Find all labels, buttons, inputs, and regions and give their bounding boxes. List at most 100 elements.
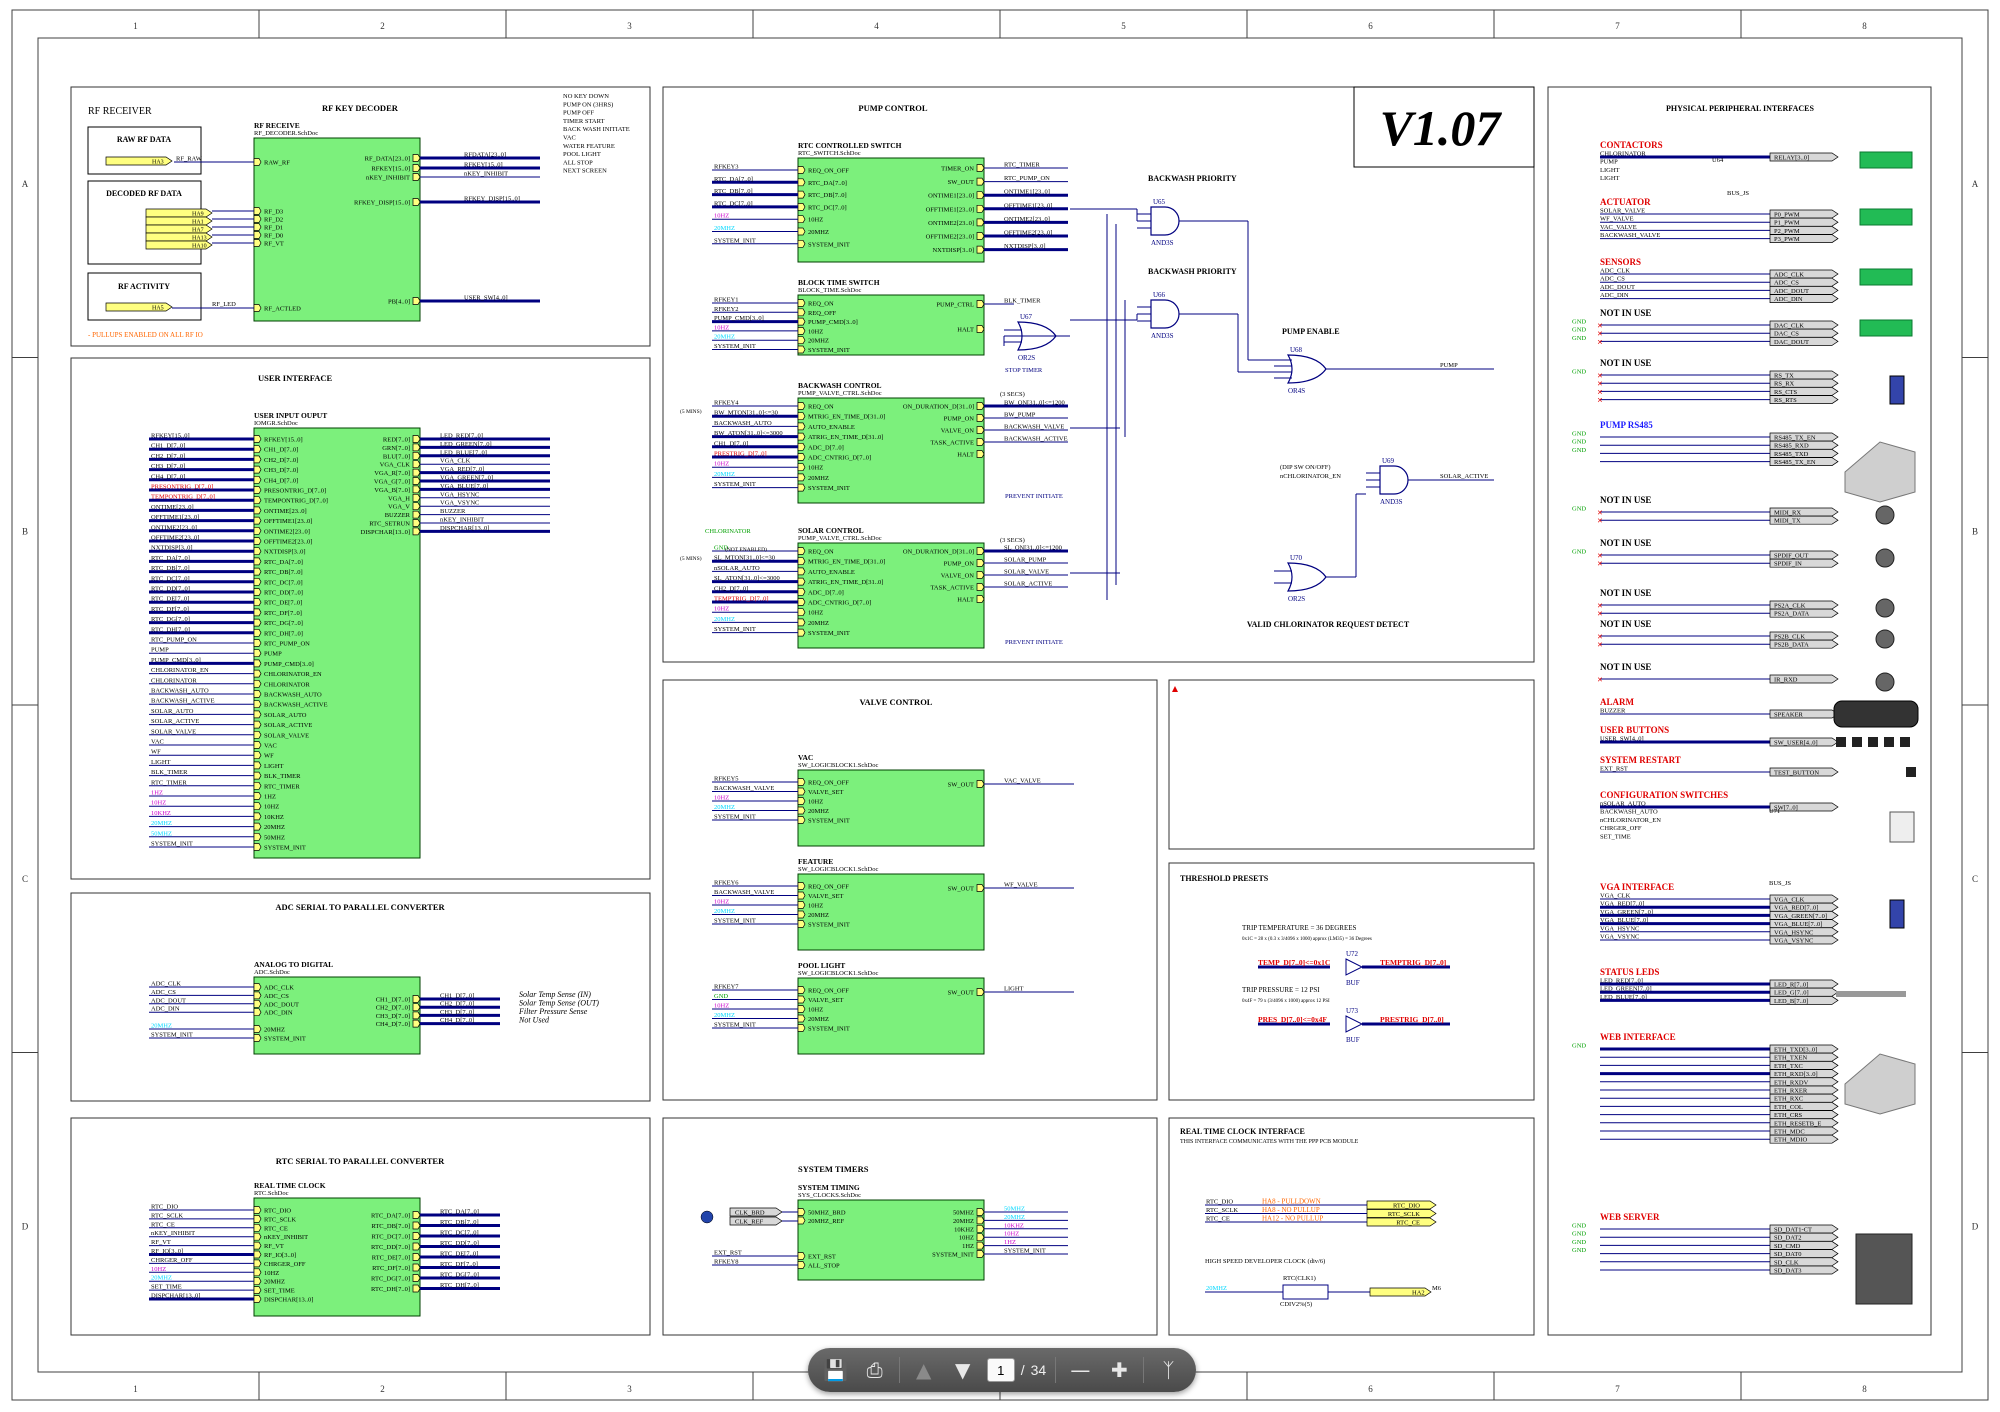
zoom-out-icon[interactable]: — — [1070, 1358, 1091, 1382]
no-connect-icon: ✕ — [1597, 397, 1603, 405]
net-label: CHLORINATOR — [151, 677, 197, 684]
pin-label: RTC_DA[7..0] — [264, 559, 303, 566]
pin-label: 20MHZ — [808, 620, 829, 627]
pin-label: REQ_ON — [808, 301, 834, 308]
pin-label: ADC_CLK — [264, 985, 294, 992]
previous-page-icon[interactable]: ▲ — [915, 1358, 932, 1382]
net-label: PUMP — [1600, 159, 1618, 166]
pin-port — [253, 223, 262, 231]
net-label: RF_IO[3..0] — [151, 1248, 183, 1255]
no-connect-icon: ✕ — [1597, 633, 1603, 641]
net-label: VGA_BLUE[7..0] — [1600, 917, 1648, 924]
dip-switch-icon — [1889, 811, 1915, 843]
fpga-pin-port — [145, 224, 213, 234]
net-label: VGA_RED[7..0] — [440, 466, 484, 473]
gate-type: OR2S — [1288, 595, 1305, 603]
net-label: 10HZ — [714, 1003, 729, 1010]
net-label: ADC_DIN — [151, 1006, 180, 1013]
pin-label: REQ_ON_OFF — [808, 884, 849, 891]
zoom-in-icon[interactable]: ✚ — [1110, 1358, 1128, 1382]
clock-port — [729, 1216, 783, 1226]
gate-ref: U68 — [1290, 346, 1303, 354]
pin-port — [976, 204, 985, 213]
save-icon[interactable]: 💾 — [823, 1358, 848, 1382]
gnd-label: GND — [1572, 1247, 1586, 1254]
pin-port — [797, 587, 806, 596]
pin-label: 10HZ — [808, 217, 823, 224]
peripheral-port-label: ETH_TXD[3..0] — [1774, 1047, 1817, 1054]
pin-port — [797, 910, 806, 919]
peripheral-port — [1769, 1126, 1839, 1136]
fpga-pin-port — [145, 216, 213, 226]
fpga-pin-port — [105, 302, 173, 312]
net-label: SOLAR_AUTO — [151, 708, 194, 715]
net-label: BACKWASH_AUTO — [1600, 809, 1658, 816]
net-label: nCHLORINATOR_EN — [1280, 473, 1341, 480]
acrobat-icon[interactable]: ᛉ — [1162, 1358, 1175, 1382]
pin-label: MTRIG_EN_TIME_D[31..0] — [808, 559, 885, 566]
net-label: nSOLAR_AUTO — [1600, 801, 1646, 808]
pin-port — [797, 628, 806, 637]
net-label: LIGHT — [1600, 175, 1620, 182]
io-connector-icon — [1875, 598, 1895, 618]
net-label: SYSTEM_INIT — [1004, 1248, 1046, 1255]
pin-label: nKEY_INHIBIT — [264, 1234, 308, 1241]
rtc-block: REAL TIME CLOCKRTC.SchDocRTC_DIORTC_DIOR… — [149, 1181, 500, 1317]
net-label: LED_GREEN[7..0] — [440, 441, 492, 448]
pin-label: REQ_ON_OFF — [808, 988, 849, 995]
buffer-body — [1345, 1015, 1364, 1033]
peripheral-port — [1769, 1085, 1839, 1095]
net-label: VAC — [151, 739, 164, 746]
peripheral-port — [1769, 507, 1839, 517]
net-label: RTC_DIO — [151, 1204, 178, 1211]
net-label: 50MHZ — [1004, 1206, 1025, 1213]
print-icon[interactable]: ⎙ — [866, 1358, 883, 1382]
net-label: SET_TIME — [151, 1284, 182, 1291]
pin-label: CH2_D[7..0] — [264, 457, 298, 464]
fpga-pin-label: HA1 — [192, 220, 204, 226]
peripheral-port-label: PS2A_DATA — [1774, 611, 1810, 618]
peripheral-group-title: WEB SERVER — [1600, 1212, 1660, 1222]
gate-ref: U67 — [1020, 313, 1033, 321]
pin-port — [797, 402, 806, 410]
pin-port — [253, 1206, 262, 1214]
pin-port — [412, 198, 421, 206]
fpga-pin-note: HA8 - NO PULLUP — [1262, 1206, 1320, 1214]
raw-rf-title: RAW RF DATA — [117, 135, 172, 144]
net-label: VGA_HSYNC — [440, 491, 479, 498]
net-label: RTC_CE — [1206, 1216, 1230, 1223]
net-label: BACKWASH_VALVE — [714, 785, 774, 792]
net-label: RTC_DH[7..0] — [440, 1282, 479, 1289]
net-label: 10HZ — [151, 1266, 166, 1273]
rf-key-note: BACK WASH INITIATE — [563, 126, 630, 133]
pin-port — [253, 1250, 262, 1259]
pin-label: MTRIG_EN_TIME_D[31..0] — [808, 414, 885, 421]
peripheral-port — [1769, 639, 1839, 649]
peripheral-port — [1769, 449, 1839, 458]
sheet-symbol-body — [797, 977, 985, 1055]
pin-port — [412, 1221, 421, 1230]
net-label: RTC_TIMER — [151, 779, 187, 786]
sheet-symbol-title: SOLAR CONTROL — [798, 526, 864, 535]
pin-port — [797, 787, 806, 796]
system-timers-panel — [662, 1117, 1158, 1336]
gate-ref: U66 — [1153, 291, 1166, 299]
net-label: RFKEY3 — [714, 164, 739, 171]
pin-port — [412, 1019, 421, 1028]
pin-label: RF_DATA[23..0] — [365, 156, 410, 163]
net-label: 10KHZ — [151, 810, 171, 817]
next-page-icon[interactable]: ▼ — [955, 1358, 971, 1382]
peripheral-port — [1769, 1265, 1839, 1275]
page-number-input[interactable] — [986, 1358, 1015, 1382]
pin-label: ATRIG_EN_TIME_D[31..0] — [808, 434, 883, 441]
pin-port — [797, 299, 806, 307]
pin-port — [253, 659, 262, 668]
peripheral-port-label: ETH_RXER — [1774, 1088, 1808, 1095]
net-label: 20MHZ — [151, 1023, 172, 1030]
net-label: CH3_D[7..0] — [440, 1009, 474, 1016]
net-label: BUZZER — [1600, 708, 1626, 715]
sheet-symbol-body — [797, 769, 985, 847]
peripheral-port — [1769, 1052, 1839, 1062]
net-label: VGA_VSYNC — [440, 500, 479, 507]
rf-key-note: WATER FEATURE — [563, 143, 615, 150]
